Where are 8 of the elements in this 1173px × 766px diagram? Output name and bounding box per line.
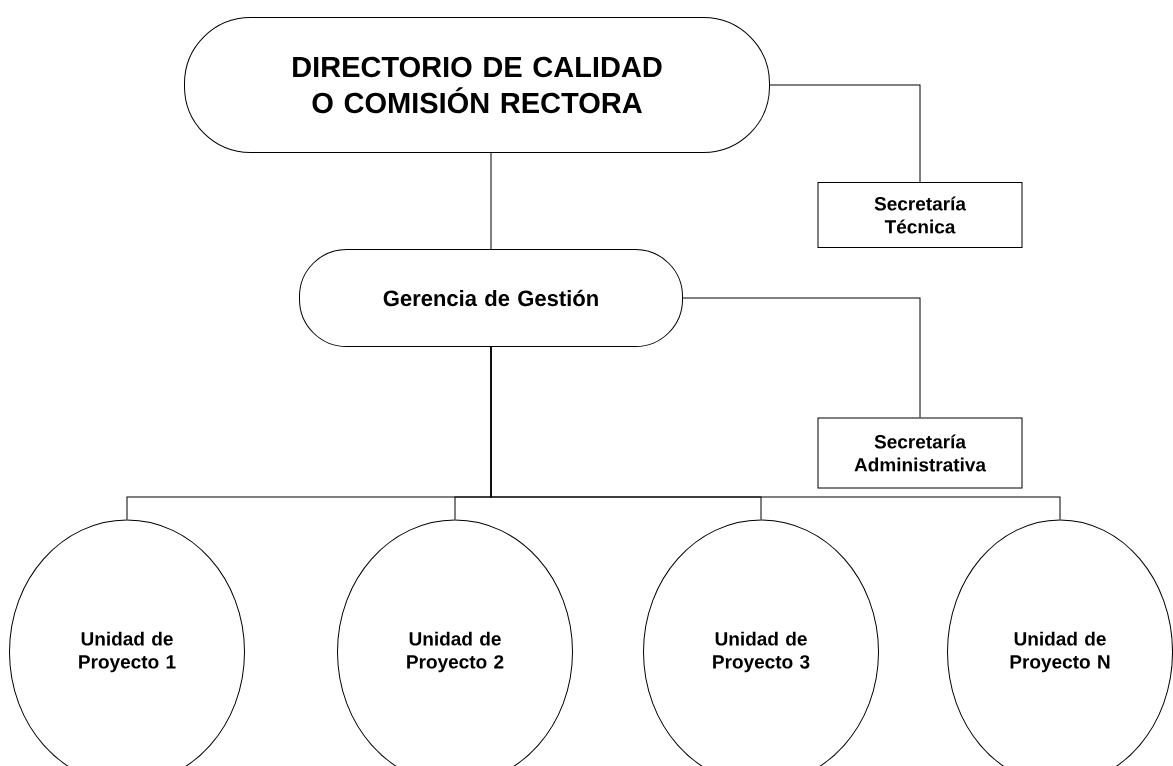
connector-line — [682, 297, 921, 418]
rounded-box: Gerencia de Gestión — [299, 249, 683, 347]
connector-line — [490, 346, 1061, 520]
rounded-box: DIRECTORIO DE CALIDAD O COMISIÓN RECTORA — [184, 17, 770, 153]
org-box: Secretaría Técnica — [817, 182, 1023, 248]
connector-line — [490, 152, 492, 250]
connector-line — [769, 84, 921, 183]
org-box: Secretaría Administrativa — [817, 417, 1023, 489]
